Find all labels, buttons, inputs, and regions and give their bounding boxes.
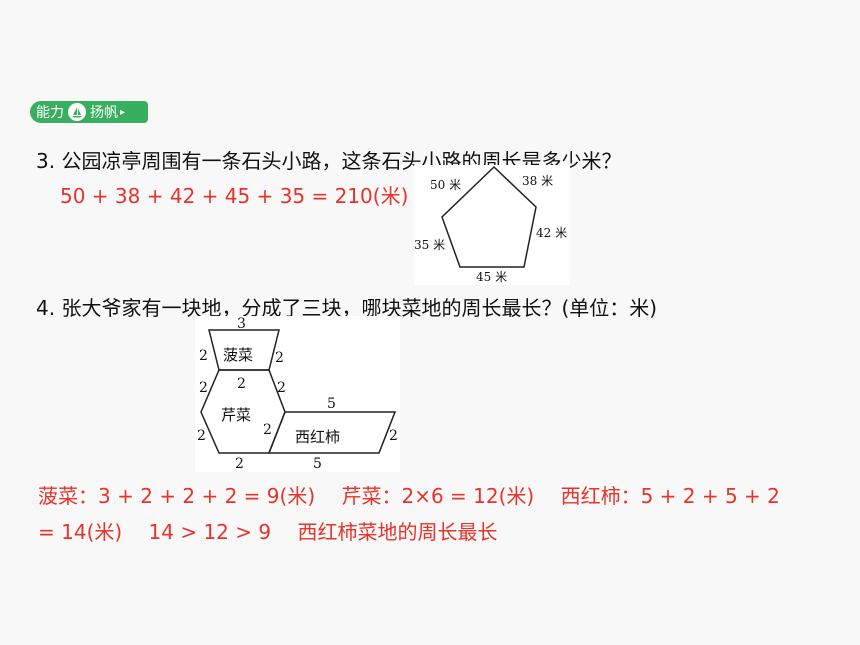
tomato-label: 西红柿 — [295, 428, 340, 446]
spinach-left-length: 2 — [199, 348, 208, 364]
spinach-label: 菠菜 — [223, 346, 253, 364]
question-4-answer-line-1: 菠菜：3 + 2 + 2 + 2 = 9(米) 芹菜：2×6 = 12(米) 西… — [38, 484, 780, 508]
pentagon-label-bottom: 45 米 — [476, 270, 507, 284]
tomato-bottom-length: 5 — [313, 456, 322, 472]
field-figure: 菠菜 芹菜 西红柿 3 2 2 2 2 2 2 2 2 5 2 5 — [195, 316, 400, 472]
tomato-top-length: 5 — [327, 396, 336, 412]
spinach-bottom-length: 2 — [237, 376, 246, 392]
celery-upper-right-length: 2 — [277, 380, 286, 396]
celery-lower-right-length: 2 — [263, 422, 272, 438]
pentagon-shape — [441, 165, 537, 268]
chevron-right-icon: ▸ — [120, 106, 126, 118]
celery-upper-left-length: 2 — [199, 380, 208, 396]
pentagon-figure: 50 米 38 米 42 米 45 米 35 米 — [414, 165, 570, 285]
badge-left-label: 能力 — [36, 105, 64, 121]
badge-right-label: 扬帆 — [90, 105, 118, 121]
question-4-answer-line-2: = 14(米) 14 > 12 > 9 西红柿菜地的周长最长 — [38, 520, 498, 544]
tomato-right-length: 2 — [389, 428, 398, 444]
spinach-right-length: 2 — [275, 350, 284, 366]
pentagon-label-top-right: 38 米 — [522, 174, 553, 188]
sail-icon — [68, 103, 86, 121]
spinach-top-length: 3 — [237, 316, 246, 332]
question-3-answer: 50 + 38 + 42 + 45 + 35 = 210(米) — [60, 184, 409, 208]
pentagon-label-top-left: 50 米 — [430, 178, 461, 192]
tomato-plot — [267, 411, 397, 454]
celery-bottom-length: 2 — [235, 456, 244, 472]
celery-label: 芹菜 — [221, 406, 251, 424]
celery-lower-left-length: 2 — [197, 428, 206, 444]
pentagon-label-left: 35 米 — [414, 238, 445, 252]
section-badge: 能力 扬帆 ▸ — [30, 101, 148, 123]
pentagon-label-right: 42 米 — [536, 226, 567, 240]
